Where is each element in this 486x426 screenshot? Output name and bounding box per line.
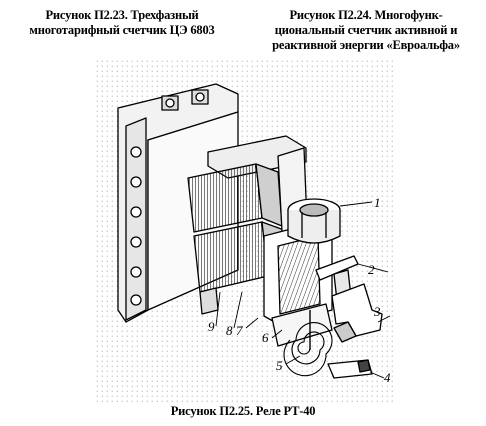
caption-figure-p2-23: Рисунок П2.23. Трехфазный многотарифный … bbox=[8, 8, 236, 38]
relay-illustration: 1 2 3 4 5 6 7 8 9 bbox=[96, 60, 396, 402]
caption-line: многотарифный счетчик ЦЭ 6803 bbox=[29, 23, 215, 37]
callout-9: 9 bbox=[208, 319, 215, 334]
callout-7: 7 bbox=[236, 323, 243, 338]
callout-6: 6 bbox=[262, 330, 269, 345]
caption-line: Рисунок П2.24. Многофунк- bbox=[289, 8, 443, 22]
callout-1: 1 bbox=[374, 195, 381, 210]
caption-line: реактивной энергии «Евроальфа» bbox=[272, 38, 460, 52]
callout-4: 4 bbox=[384, 370, 391, 385]
caption-line: Рисунок П2.23. Трехфазный bbox=[45, 8, 199, 22]
callout-5: 5 bbox=[276, 358, 283, 373]
caption-figure-p2-25: Рисунок П2.25. Реле РТ-40 bbox=[170, 404, 316, 418]
callout-2: 2 bbox=[368, 262, 375, 277]
caption-line: циональный счетчик активной и bbox=[274, 23, 458, 37]
callout-3: 3 bbox=[373, 304, 381, 319]
caption-figure-p2-24: Рисунок П2.24. Многофунк- циональный сче… bbox=[252, 8, 480, 53]
callout-8: 8 bbox=[226, 323, 233, 338]
